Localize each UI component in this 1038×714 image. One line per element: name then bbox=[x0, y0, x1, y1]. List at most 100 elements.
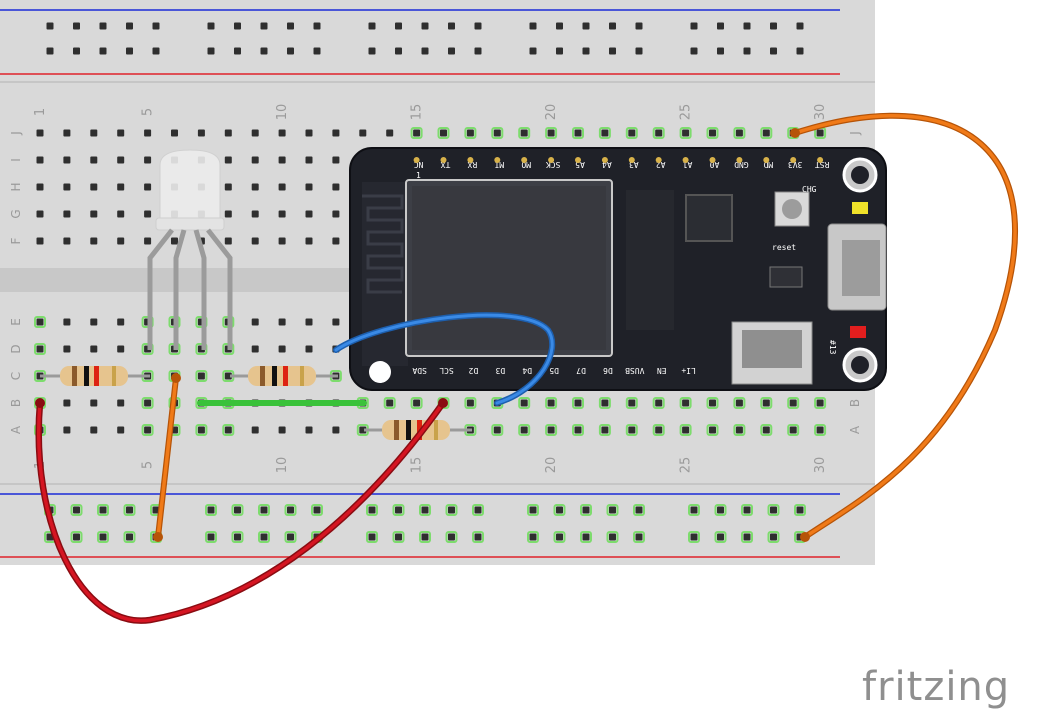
breadboard-hole bbox=[224, 372, 232, 380]
board-pin-label-top: GND bbox=[734, 160, 749, 169]
chg-label: CHG bbox=[802, 185, 817, 194]
breadboard-hole bbox=[789, 426, 797, 434]
breadboard-hole bbox=[117, 129, 125, 137]
board-pin-label-top: MO bbox=[521, 160, 531, 169]
breadboard-hole bbox=[197, 426, 205, 434]
breadboard-hole bbox=[90, 237, 98, 245]
board-pin-label-top: RST bbox=[815, 160, 830, 169]
rail-hole bbox=[609, 506, 616, 514]
rail-hole bbox=[368, 47, 376, 55]
rail-hole bbox=[448, 533, 455, 541]
breadboard-hole bbox=[36, 237, 44, 245]
breadboard-hole bbox=[224, 129, 232, 137]
breadboard-hole bbox=[117, 210, 125, 218]
breadboard-hole bbox=[735, 129, 743, 137]
breadboard-hole bbox=[251, 237, 259, 245]
rail-hole bbox=[73, 22, 80, 30]
breadboard-hole bbox=[520, 426, 528, 434]
rail-hole bbox=[234, 506, 241, 514]
rail-hole bbox=[717, 506, 724, 514]
breadboard-hole bbox=[493, 129, 501, 137]
rail-hole bbox=[529, 22, 537, 30]
breadboard-hole bbox=[90, 345, 98, 353]
breadboard-hole bbox=[278, 426, 286, 434]
breadboard-hole bbox=[601, 426, 609, 434]
breadboard-hole bbox=[144, 237, 152, 245]
breadboard-hole bbox=[305, 345, 313, 353]
breadboard-hole bbox=[386, 399, 394, 407]
breadboard-hole bbox=[628, 129, 636, 137]
row-letter: C bbox=[9, 372, 23, 380]
breadboard-hole bbox=[63, 399, 71, 407]
column-number: 30 bbox=[813, 457, 828, 474]
rail-hole bbox=[313, 22, 321, 30]
breadboard-hole bbox=[601, 399, 609, 407]
rail-hole bbox=[152, 506, 160, 514]
pin1-label: 1 bbox=[416, 171, 421, 180]
breadboard-hole bbox=[63, 237, 71, 245]
rail-hole bbox=[368, 533, 376, 541]
breadboard-hole bbox=[36, 318, 44, 326]
breadboard-hole bbox=[63, 183, 71, 191]
breadboard-hole bbox=[117, 156, 125, 164]
rail-hole bbox=[743, 506, 751, 514]
breadboard-hole bbox=[386, 129, 394, 137]
reset-label: reset bbox=[772, 243, 796, 252]
rail-hole bbox=[368, 506, 376, 514]
breadboard-hole bbox=[278, 345, 286, 353]
breadboard-hole bbox=[63, 129, 71, 137]
breadboard-hole bbox=[816, 129, 824, 137]
rail-hole bbox=[152, 22, 160, 30]
breadboard-hole bbox=[520, 399, 528, 407]
rail-hole bbox=[46, 22, 54, 30]
breadboard-hole bbox=[144, 210, 152, 218]
column-number: 1 bbox=[33, 108, 48, 116]
rail-hole bbox=[474, 22, 482, 30]
breadboard-hole bbox=[359, 426, 367, 434]
breadboard-hole bbox=[90, 426, 98, 434]
board-pin-label-top: RX bbox=[467, 160, 477, 169]
breadboard-hole bbox=[332, 129, 340, 137]
rail-hole bbox=[421, 506, 429, 514]
rail-hole bbox=[556, 22, 563, 30]
board-pin-label-top: TX bbox=[441, 160, 451, 169]
board-pin-label-top: MI bbox=[494, 160, 504, 169]
rail-hole bbox=[395, 22, 402, 30]
board-pin-label-top: MD bbox=[763, 160, 773, 169]
rail-hole bbox=[582, 22, 590, 30]
fritzing-logo: fritzing bbox=[862, 664, 1011, 710]
rail-hole bbox=[529, 533, 537, 541]
breadboard-hole bbox=[251, 318, 259, 326]
breadboard-hole bbox=[305, 156, 313, 164]
breadboard-hole bbox=[574, 426, 582, 434]
rail-hole bbox=[635, 506, 643, 514]
breadboard-hole bbox=[762, 399, 770, 407]
rail-hole bbox=[635, 533, 643, 541]
rail-hole bbox=[287, 506, 294, 514]
rail-hole bbox=[770, 506, 777, 514]
row-letter: D bbox=[9, 344, 23, 353]
rail-hole bbox=[743, 533, 751, 541]
row-letter: F bbox=[9, 237, 23, 244]
rail-hole bbox=[635, 47, 643, 55]
breadboard-hole bbox=[520, 129, 528, 137]
breadboard-hole bbox=[224, 210, 232, 218]
breadboard-hole bbox=[655, 129, 663, 137]
breadboard-hole bbox=[655, 426, 663, 434]
breadboard-hole bbox=[278, 129, 286, 137]
breadboard-hole bbox=[117, 426, 125, 434]
breadboard-hole bbox=[682, 129, 690, 137]
rail-hole bbox=[207, 533, 215, 541]
rail-hole bbox=[609, 22, 616, 30]
rail-hole bbox=[609, 533, 616, 541]
breadboard-hole bbox=[601, 129, 609, 137]
breadboard-hole bbox=[466, 129, 474, 137]
column-number: 10 bbox=[275, 104, 290, 121]
breadboard-hole bbox=[682, 399, 690, 407]
rail-hole bbox=[207, 22, 215, 30]
rail-hole bbox=[234, 47, 241, 55]
board-pin-label-top: 3V3 bbox=[788, 160, 803, 169]
row-letter: H bbox=[9, 182, 23, 191]
breadboard-hole bbox=[789, 399, 797, 407]
